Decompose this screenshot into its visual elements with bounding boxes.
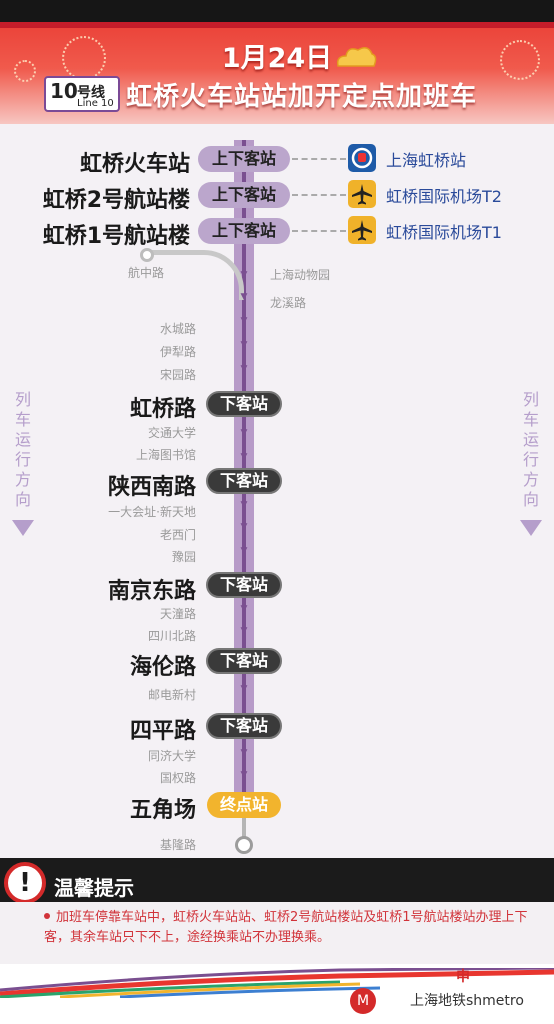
transfer-connector — [292, 230, 346, 232]
tag-alight-only: 下客站 — [206, 468, 282, 494]
station-hailun-road: 海伦路 — [129, 655, 196, 680]
chevron-down-icon: ▼ — [240, 626, 248, 636]
branch-station-node — [140, 248, 154, 262]
line-number: 10 — [50, 79, 78, 103]
chevron-down-icon: ▼ — [240, 364, 248, 374]
chevron-down-icon: ▼ — [240, 604, 248, 614]
chevron-down-icon: ▼ — [240, 684, 248, 694]
station-minor: 国权路 — [159, 771, 196, 785]
bullet-icon — [44, 913, 50, 919]
tag-alight-only: 下客站 — [206, 391, 282, 417]
down-arrow-icon — [520, 520, 542, 536]
station-minor: 一大会址·新天地 — [108, 505, 196, 519]
airplane-icon — [348, 216, 376, 244]
station-minor: 豫园 — [171, 550, 196, 564]
date-title: 1月24日 — [221, 43, 333, 74]
transfer-airport-t2: 虹桥国际机场T2 — [386, 187, 502, 206]
tag-terminal: 终点站 — [207, 792, 281, 818]
brand-mark: 申 — [456, 969, 470, 985]
chevron-down-icon: ▼ — [240, 546, 248, 556]
chevron-down-icon: ▼ — [240, 770, 248, 780]
top-bar — [0, 0, 554, 22]
notice-title: 温馨提示 — [54, 876, 134, 900]
chevron-down-icon: ▼ — [240, 428, 248, 438]
station-minor: 伊犁路 — [159, 345, 196, 359]
station-hongqiao-railway: 虹桥火车站 — [79, 152, 190, 177]
transfer-shanghai-hongqiao: 上海虹桥站 — [386, 151, 467, 170]
top-stripe — [0, 22, 554, 28]
station-minor: 邮电新村 — [147, 688, 196, 702]
tag-alight-only: 下客站 — [206, 648, 282, 674]
chevron-down-icon: ▼ — [240, 500, 248, 510]
station-wujiaochang: 五角场 — [129, 798, 196, 823]
notice-body — [0, 902, 554, 964]
chevron-down-icon: ▼ — [240, 340, 248, 350]
rail-icon — [348, 144, 376, 172]
chevron-down-icon: ▼ — [240, 292, 248, 302]
station-minor: 交通大学 — [147, 426, 196, 440]
line-english: Line 10 — [77, 98, 114, 109]
station-minor: 上海图书馆 — [135, 448, 196, 462]
metro-logo-icon: M — [350, 988, 376, 1014]
station-shaanxi-south-road: 陕西南路 — [107, 475, 196, 500]
chevron-down-icon: ▼ — [240, 522, 248, 532]
transfer-airport-t1: 虹桥国际机场T1 — [386, 223, 502, 242]
station-minor: 宋园路 — [159, 368, 196, 382]
station-hongqiao-road: 虹桥路 — [129, 397, 196, 422]
firework-decoration — [500, 40, 540, 80]
station-minor: 水城路 — [159, 322, 196, 336]
notice-text: 加班车停靠车站中，虹桥火车站站、虹桥2号航站楼站及虹桥1号航站楼站办理上下客，其… — [44, 910, 528, 945]
station-hongqiao-t2: 虹桥2号航站楼 — [42, 188, 190, 213]
station-minor: 老西门 — [159, 528, 196, 542]
transfer-connector — [292, 194, 346, 196]
station-minor: 四川北路 — [147, 629, 196, 643]
station-siping-road: 四平路 — [129, 719, 196, 744]
airplane-icon — [348, 180, 376, 208]
station-minor: 龙溪路 — [270, 296, 307, 310]
station-minor: 上海动物园 — [270, 268, 331, 282]
down-arrow-icon — [12, 520, 34, 536]
chevron-down-icon: ▼ — [240, 270, 248, 280]
line-badge: 10 号线 Line 10 — [44, 76, 120, 112]
chevron-down-icon: ▼ — [240, 316, 248, 326]
tag-board-alight: 上下客站 — [198, 218, 290, 244]
station-hongqiao-t1: 虹桥1号航站楼 — [42, 224, 190, 249]
station-minor: 航中路 — [128, 266, 165, 280]
chevron-down-icon: ▼ — [240, 452, 248, 462]
direction-label-left: 列车运行方向 — [14, 390, 31, 509]
tag-alight-only: 下客站 — [206, 713, 282, 739]
tag-alight-only: 下客站 — [206, 572, 282, 598]
warning-icon: ! — [4, 862, 46, 904]
tag-board-alight: 上下客站 — [198, 182, 290, 208]
page-title: 虹桥火车站站加开定点加班车 — [126, 82, 478, 112]
decorative-stripes — [0, 968, 554, 998]
line-hao: 号线 — [77, 85, 105, 101]
cloud-icon — [336, 47, 377, 67]
line-track-unused — [242, 796, 246, 840]
header-banner: 1月24日 10 号线 Line 10 虹桥火车站站加开定点加班车 — [0, 0, 554, 124]
direction-label-right: 列车运行方向 — [522, 390, 539, 509]
firework-decoration — [14, 60, 36, 82]
end-station-node — [235, 836, 253, 854]
wechat-account: 上海地铁shmetro — [410, 993, 524, 1009]
station-minor: 天潼路 — [159, 607, 196, 621]
station-minor: 同济大学 — [147, 749, 196, 763]
tag-board-alight: 上下客站 — [198, 146, 290, 172]
chevron-down-icon: ▼ — [240, 748, 248, 758]
transfer-connector — [292, 158, 346, 160]
station-east-nanjing-road: 南京东路 — [107, 579, 196, 604]
station-minor: 基隆路 — [159, 838, 196, 852]
